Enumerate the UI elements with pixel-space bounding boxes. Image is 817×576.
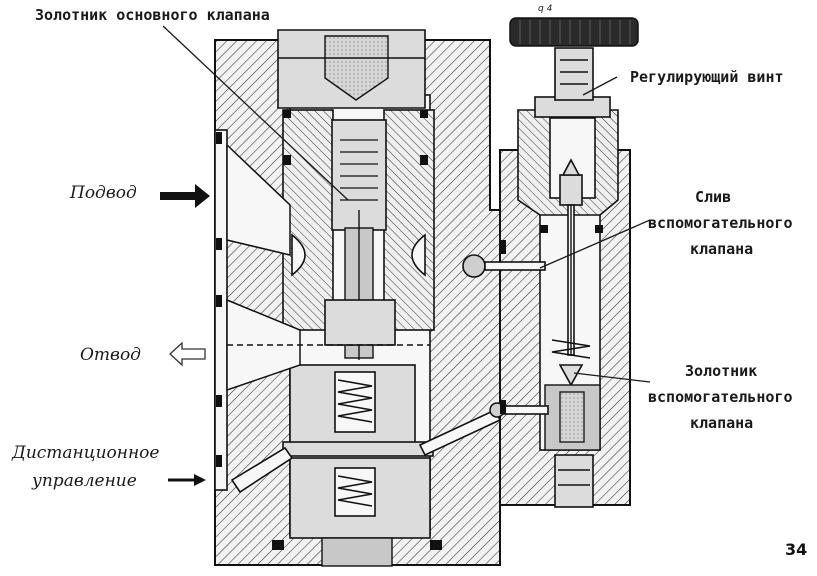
pilot-seals bbox=[500, 225, 603, 414]
middle-plate bbox=[282, 441, 434, 457]
label-remote-2: управление bbox=[31, 471, 137, 491]
remote-arrow bbox=[168, 474, 206, 486]
adjusting-screw bbox=[554, 47, 594, 101]
main-top-plug bbox=[277, 29, 426, 109]
label-pilot-drain-1: Слив bbox=[695, 188, 731, 206]
label-pilot-spool-1: Золотник bbox=[685, 362, 757, 380]
seals bbox=[216, 110, 442, 550]
page-number: 34 bbox=[785, 540, 807, 559]
label-remote-1: Дистанционное bbox=[11, 443, 159, 463]
inlet-arrow bbox=[160, 184, 210, 208]
leader-lines bbox=[162, 25, 651, 383]
lower-piston bbox=[289, 364, 416, 446]
label-main-spool: Золотник основного клапана bbox=[35, 6, 270, 24]
main-spool bbox=[324, 119, 396, 360]
label-adjusting-screw: Регулирующий винт bbox=[630, 68, 784, 86]
label-pilot-drain-3: клапана bbox=[690, 240, 753, 258]
label-inlet: Подвод bbox=[69, 183, 137, 203]
label-pilot-spool-3: клапана bbox=[690, 414, 753, 432]
main-bottom-plug bbox=[289, 457, 431, 567]
handwheel-marks: q 4 bbox=[538, 4, 553, 14]
handwheel bbox=[509, 17, 639, 47]
pilot-spring bbox=[551, 339, 591, 359]
pilot-needle bbox=[559, 158, 583, 356]
label-pilot-drain-2: вспомогательного bbox=[648, 214, 793, 232]
label-outlet: Отвод bbox=[80, 345, 141, 365]
pilot-drain-ball bbox=[462, 254, 546, 278]
inlet-port bbox=[226, 143, 291, 256]
pilot-spool bbox=[544, 364, 601, 508]
outlet-arrow bbox=[169, 341, 206, 367]
label-pilot-spool-2: вспомогательного bbox=[648, 388, 793, 406]
outlet-port bbox=[226, 298, 430, 392]
